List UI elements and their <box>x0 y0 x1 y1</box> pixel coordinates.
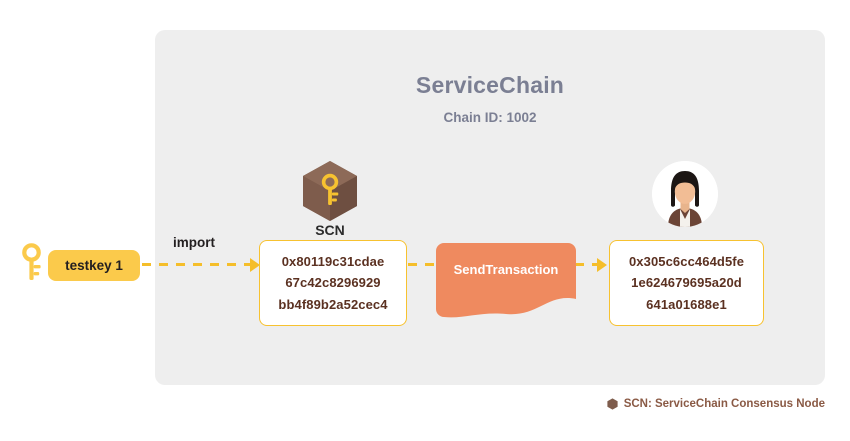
address-line: bb4f89b2a52cec4 <box>278 296 388 312</box>
address-line: 0x80119c31cdae <box>281 254 385 270</box>
arrow-right-icon <box>597 257 607 272</box>
key-icon <box>22 243 46 283</box>
testkey-label: testkey 1 <box>65 258 123 273</box>
legend-text: SCN: ServiceChain Consensus Node <box>623 398 825 410</box>
import-label: import <box>173 235 215 250</box>
connector-to-transaction <box>408 263 438 266</box>
chain-id-label: Chain ID: 1002 <box>443 110 537 125</box>
testkey-pill[interactable]: testkey 1 <box>48 250 140 281</box>
send-transaction-label: SendTransaction <box>453 262 559 277</box>
legend: SCN: ServiceChain Consensus Node <box>600 398 825 410</box>
address-line: 641a01688e1 <box>646 296 727 312</box>
address-line: 1e624679695a20d <box>631 275 742 291</box>
hexagon-marker-icon <box>607 398 618 410</box>
address-line: 67c42c8296929 <box>285 275 381 291</box>
send-transaction-banner <box>436 243 576 319</box>
connector-import <box>142 263 252 266</box>
scn-node-label: SCN <box>315 222 345 238</box>
sender-address-box: 0x80119c31cdae 67c42c8296929 bb4f89b2a52… <box>259 240 407 326</box>
recipient-address-box: 0x305c6cc464d5fe 1e624679695a20d 641a016… <box>609 240 764 326</box>
arrow-right-icon <box>250 257 260 272</box>
hexagon-node-icon <box>302 160 358 222</box>
user-avatar-icon <box>652 161 718 227</box>
connector-to-recipient <box>575 263 607 266</box>
address-line: 0x305c6cc464d5fe <box>628 254 745 270</box>
page-title: ServiceChain <box>415 72 565 98</box>
